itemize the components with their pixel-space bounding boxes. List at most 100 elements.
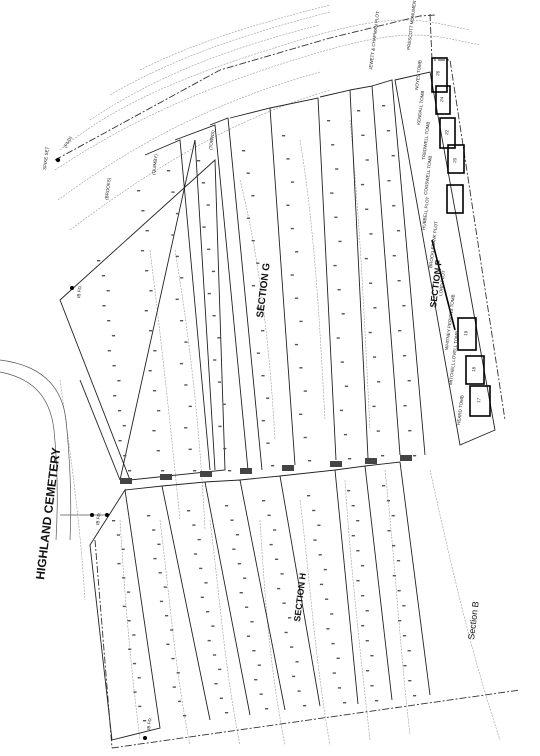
plot-number-mark	[294, 343, 299, 346]
plot-number-mark	[251, 285, 256, 287]
plot-number-mark	[290, 227, 294, 230]
plot-number-mark	[356, 520, 360, 522]
plot-number-mark	[116, 534, 120, 536]
plot-number-mark	[102, 305, 106, 307]
plot-number-mark	[332, 672, 336, 674]
plot-number-mark	[373, 307, 377, 309]
plot-number-mark	[143, 720, 147, 722]
plot-number-mark	[413, 695, 417, 697]
plot-number-mark	[153, 557, 157, 560]
plot-number-mark	[197, 538, 201, 541]
plot-number-mark	[370, 655, 374, 657]
plot-number-mark	[369, 282, 373, 284]
plot-number-mark	[157, 543, 161, 545]
plot-number-mark	[339, 409, 344, 412]
plot-number-mark	[336, 657, 340, 659]
plot-number-mark	[246, 635, 251, 637]
tomb-number: 17	[476, 397, 482, 403]
plot-number-mark	[308, 460, 312, 462]
plot-number-mark	[273, 529, 277, 531]
ib-fd-label: IB FD.	[76, 285, 83, 298]
plot-number-mark	[157, 410, 161, 412]
plot-number-mark	[382, 485, 386, 487]
plot-number-mark	[112, 365, 116, 367]
plot-number-mark	[176, 672, 180, 674]
plot-number-mark	[245, 606, 249, 608]
plot-number-mark	[117, 410, 122, 412]
plot-number-mark	[156, 450, 160, 452]
plot-number-mark	[107, 320, 111, 322]
tomb-box	[447, 144, 465, 174]
plot-number-mark	[256, 307, 260, 309]
plot-number-mark	[303, 390, 307, 392]
section-h-rows	[89, 461, 431, 741]
plot-number-mark	[319, 583, 324, 586]
spike-marker-icon	[55, 157, 61, 163]
plot-number-mark	[365, 670, 370, 672]
ib-marker-icon	[70, 286, 74, 290]
plot-number-mark	[133, 691, 137, 693]
plot-number-mark	[330, 613, 334, 615]
plot-number-mark	[292, 675, 296, 678]
plot-number-mark	[175, 298, 179, 300]
plot-number-mark	[259, 693, 263, 695]
section-f-tomb-strip	[394, 57, 496, 446]
plot-number-mark	[403, 665, 407, 667]
plot-number-mark	[225, 712, 229, 714]
plot-number-mark	[232, 548, 236, 550]
plot-number-mark	[307, 495, 311, 497]
plot-number-mark	[403, 405, 407, 407]
plot-number-mark	[269, 543, 273, 546]
plot-number-mark	[180, 320, 184, 322]
plot-number-mark	[251, 240, 255, 242]
plot-number-mark	[202, 226, 206, 228]
tomb-box	[465, 355, 485, 385]
plot-number-mark	[325, 598, 329, 600]
tomb-number: 19	[463, 330, 469, 336]
plot-number-mark	[217, 381, 222, 383]
family-label-heard: HEARD TOMB	[456, 395, 465, 425]
plot-number-mark	[288, 617, 292, 619]
family-label-mitchell: MITCHELL LOVELL TOMB	[448, 331, 460, 385]
plot-number-mark	[351, 535, 355, 537]
tomb-box	[446, 184, 464, 214]
plot-number-mark	[206, 611, 210, 613]
plot-number-mark	[284, 631, 288, 634]
plot-number-mark	[123, 455, 127, 457]
plot-number-mark	[206, 204, 210, 206]
section-h-label: SECTION H	[292, 572, 308, 622]
plot-number-mark	[392, 575, 396, 577]
plot-number-mark	[175, 212, 180, 215]
plot-number-mark	[387, 530, 391, 532]
plot-number-mark	[137, 190, 141, 192]
plot-number-mark	[163, 586, 167, 588]
plot-number-mark	[375, 700, 379, 702]
plot-number-mark	[193, 470, 197, 472]
plot-number-mark	[242, 150, 246, 152]
plot-number-mark	[152, 390, 157, 392]
tomb-box	[457, 317, 477, 351]
plot-number-mark	[122, 425, 126, 427]
plot-number-mark	[179, 362, 184, 365]
plot-number-mark	[347, 490, 351, 492]
plot-number-mark	[337, 687, 342, 689]
section-g-rows	[59, 79, 426, 481]
plot-number-mark	[360, 565, 365, 567]
plot-number-mark	[137, 677, 141, 679]
plot-number-mark	[313, 539, 317, 541]
plot-number-mark	[192, 524, 196, 526]
plot-number-mark	[147, 515, 151, 517]
plot-number-mark	[303, 436, 307, 439]
family-label-jewett: JEWETT & CHAPMAN PLOT	[368, 11, 380, 70]
tomb-number: 26	[435, 70, 441, 76]
plot-number-mark	[392, 205, 396, 207]
plot-number-mark	[391, 515, 395, 517]
plot-number-mark	[408, 430, 412, 432]
plot-number-mark	[357, 110, 361, 112]
plot-number-mark	[217, 337, 221, 339]
plot-number-mark	[386, 130, 390, 132]
family-label-quimby: (QUIMBY)	[151, 153, 159, 175]
plot-number-mark	[275, 558, 279, 560]
family-label-hubbell: HUBBELL PLOT	[421, 196, 430, 230]
plot-number-mark	[303, 705, 307, 707]
